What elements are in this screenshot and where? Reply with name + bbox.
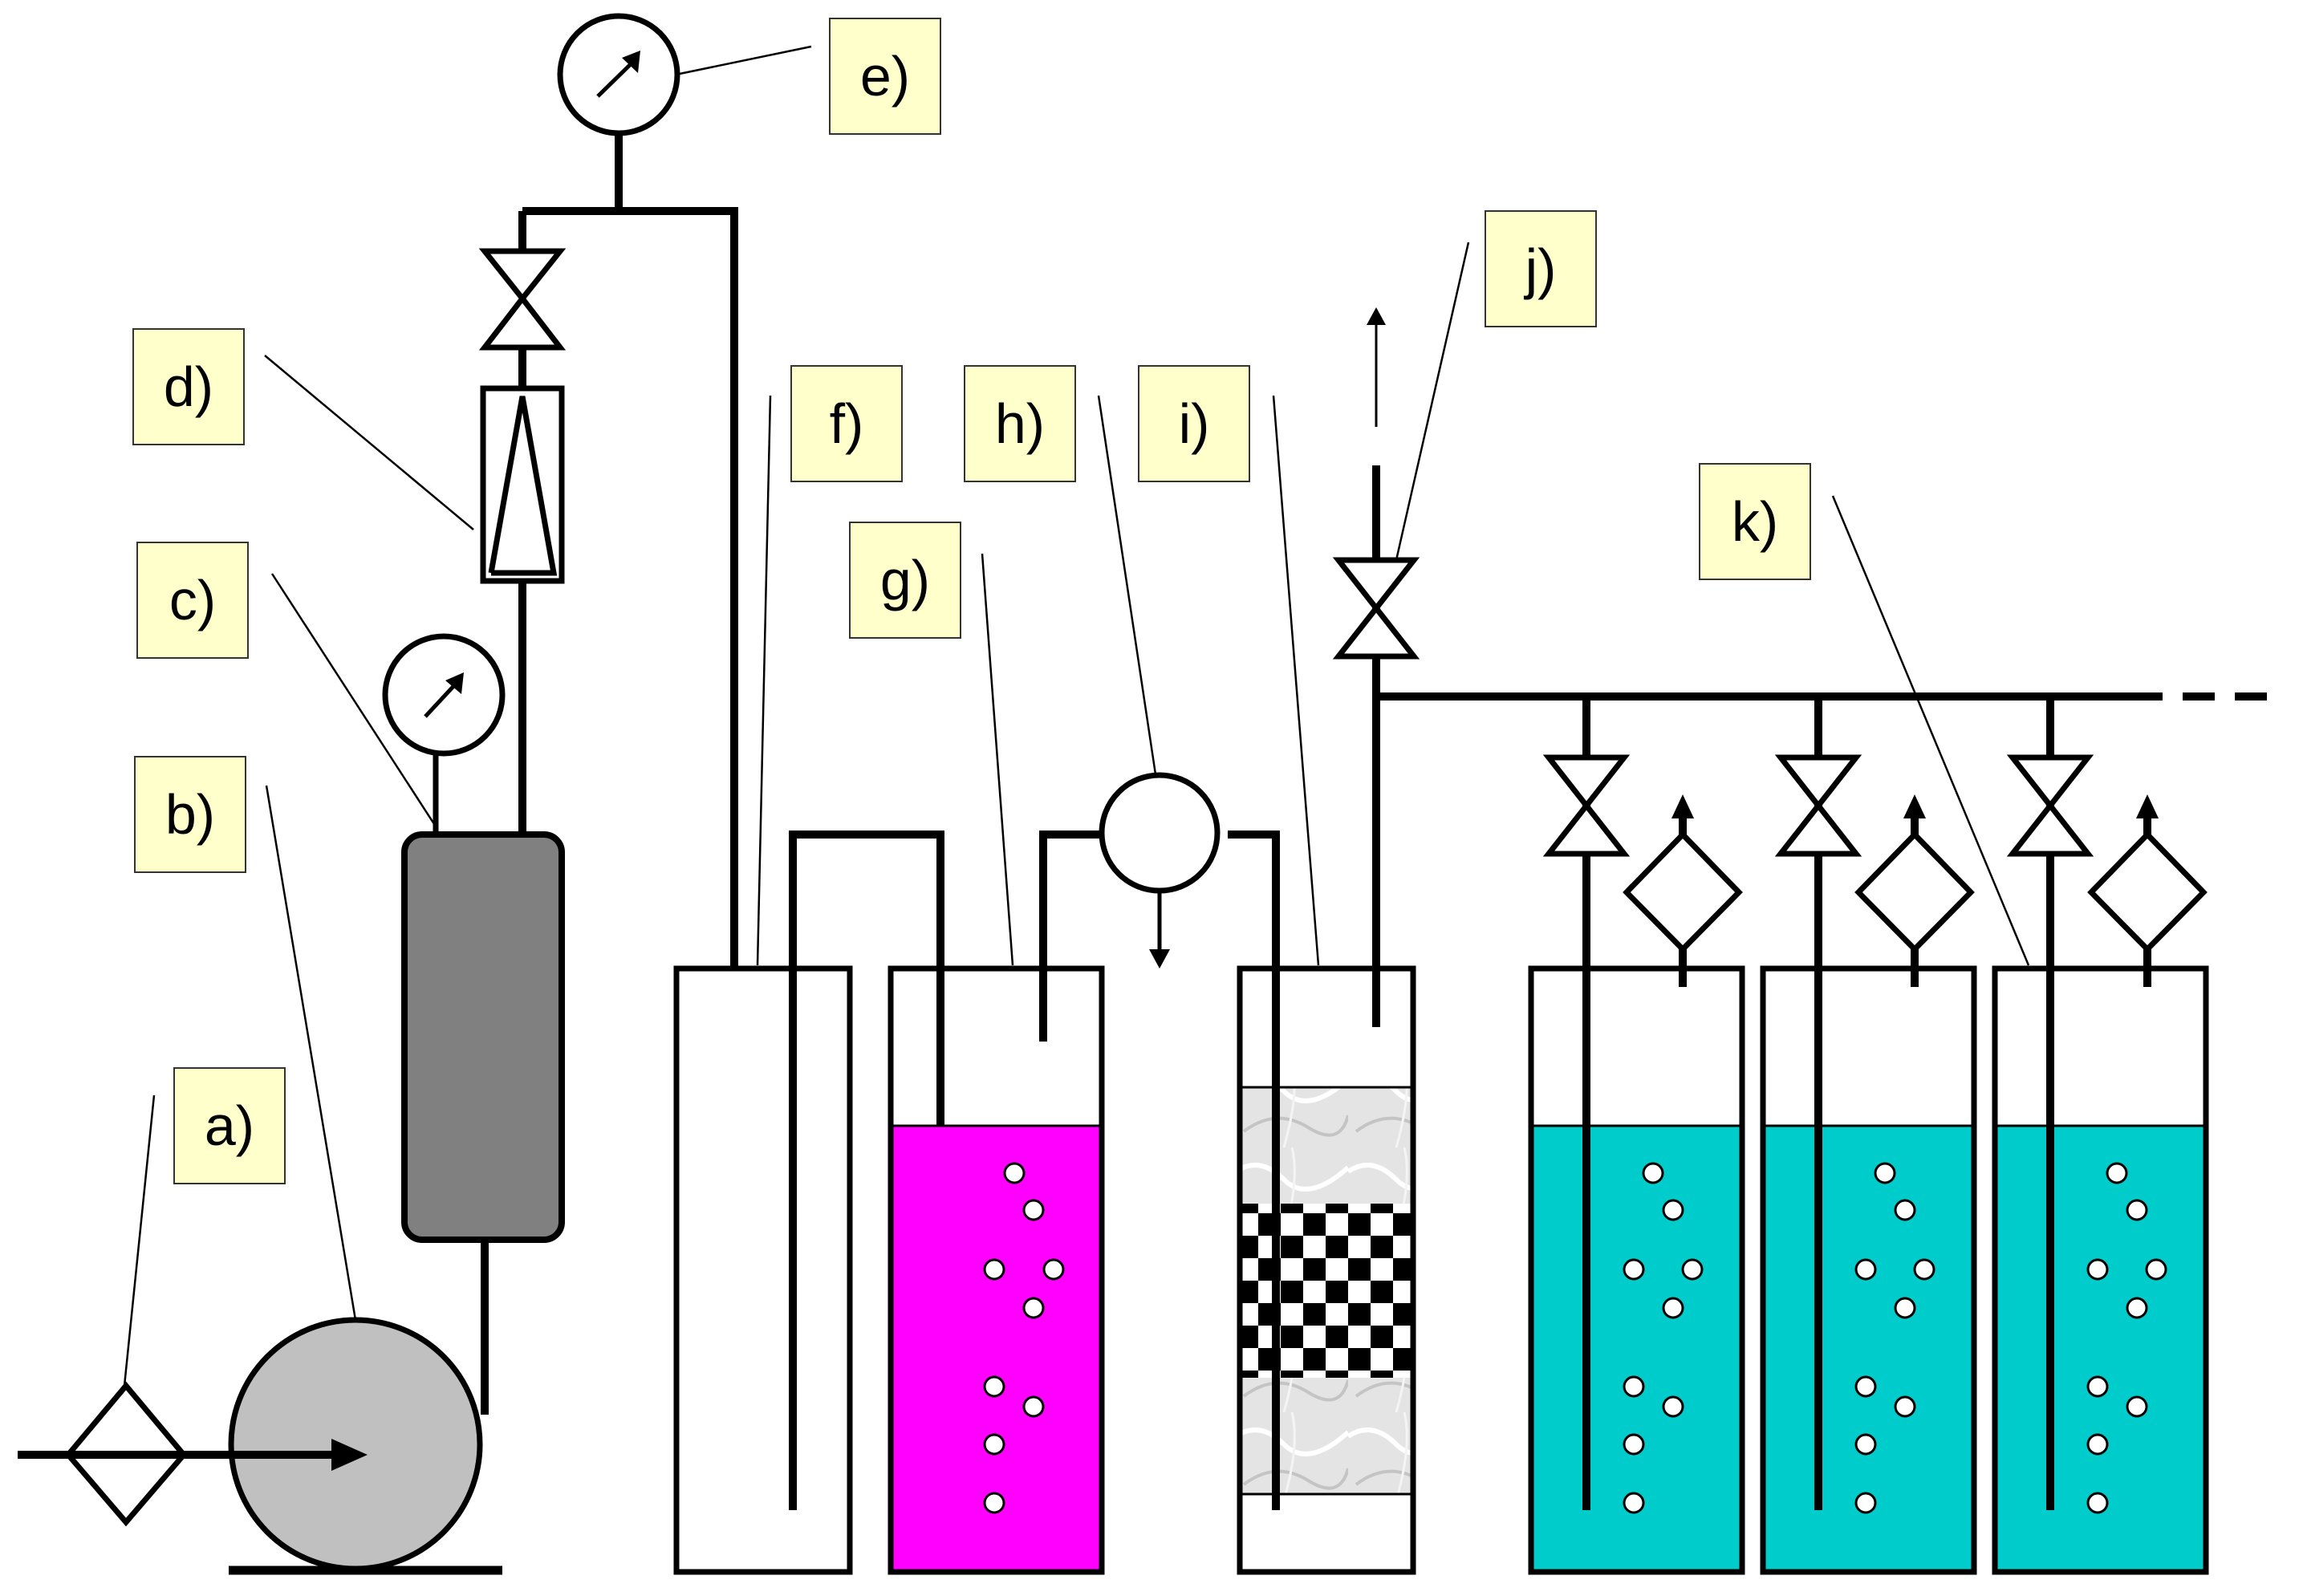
absorption-bottle-1-bubbles	[1623, 1162, 1704, 1514]
leader-d	[264, 355, 474, 530]
absorption-bottle-3-bubbles	[2086, 1162, 2167, 1514]
leader-k	[1831, 495, 2030, 966]
vent-valve-icon	[1332, 557, 1420, 660]
leader-i	[1272, 395, 1320, 966]
label-i: i)	[1138, 365, 1250, 482]
absorption-bottle-2-bubbles	[1854, 1162, 1935, 1514]
label-e: e)	[829, 18, 941, 135]
label-a: a)	[173, 1067, 286, 1184]
inlet-valve-icon	[478, 211, 567, 351]
label-d: d)	[132, 328, 245, 445]
leader-j	[1395, 242, 1470, 561]
label-k: k)	[1699, 463, 1811, 580]
label-f: f)	[790, 365, 903, 482]
trap-bottle	[673, 830, 944, 1575]
pump-icon	[228, 1317, 502, 1575]
main-gas-line	[522, 132, 738, 1042]
magenta-bubbles	[983, 1162, 1065, 1514]
line-pressure-gauge-icon	[557, 13, 680, 136]
label-h: h)	[964, 365, 1076, 482]
leader-e	[675, 45, 812, 76]
leader-c	[270, 573, 437, 827]
leader-a	[123, 1094, 156, 1387]
label-j: j)	[1485, 210, 1597, 327]
leader-lines	[123, 45, 2030, 1387]
leader-g	[981, 553, 1014, 966]
flow-meter-icon	[480, 347, 565, 584]
magenta-wash-bottle	[888, 830, 1107, 1575]
leader-h	[1097, 395, 1157, 775]
label-c: c)	[136, 542, 249, 659]
leader-b	[265, 785, 357, 1321]
vent-arrow-icon	[1367, 307, 1386, 427]
label-g: g)	[849, 522, 961, 639]
gas-cylinder	[401, 574, 565, 1415]
leader-f	[756, 395, 772, 966]
label-b: b)	[134, 756, 246, 873]
packed-column	[1237, 465, 1416, 1575]
cylinder-pressure-gauge-icon	[382, 633, 506, 757]
